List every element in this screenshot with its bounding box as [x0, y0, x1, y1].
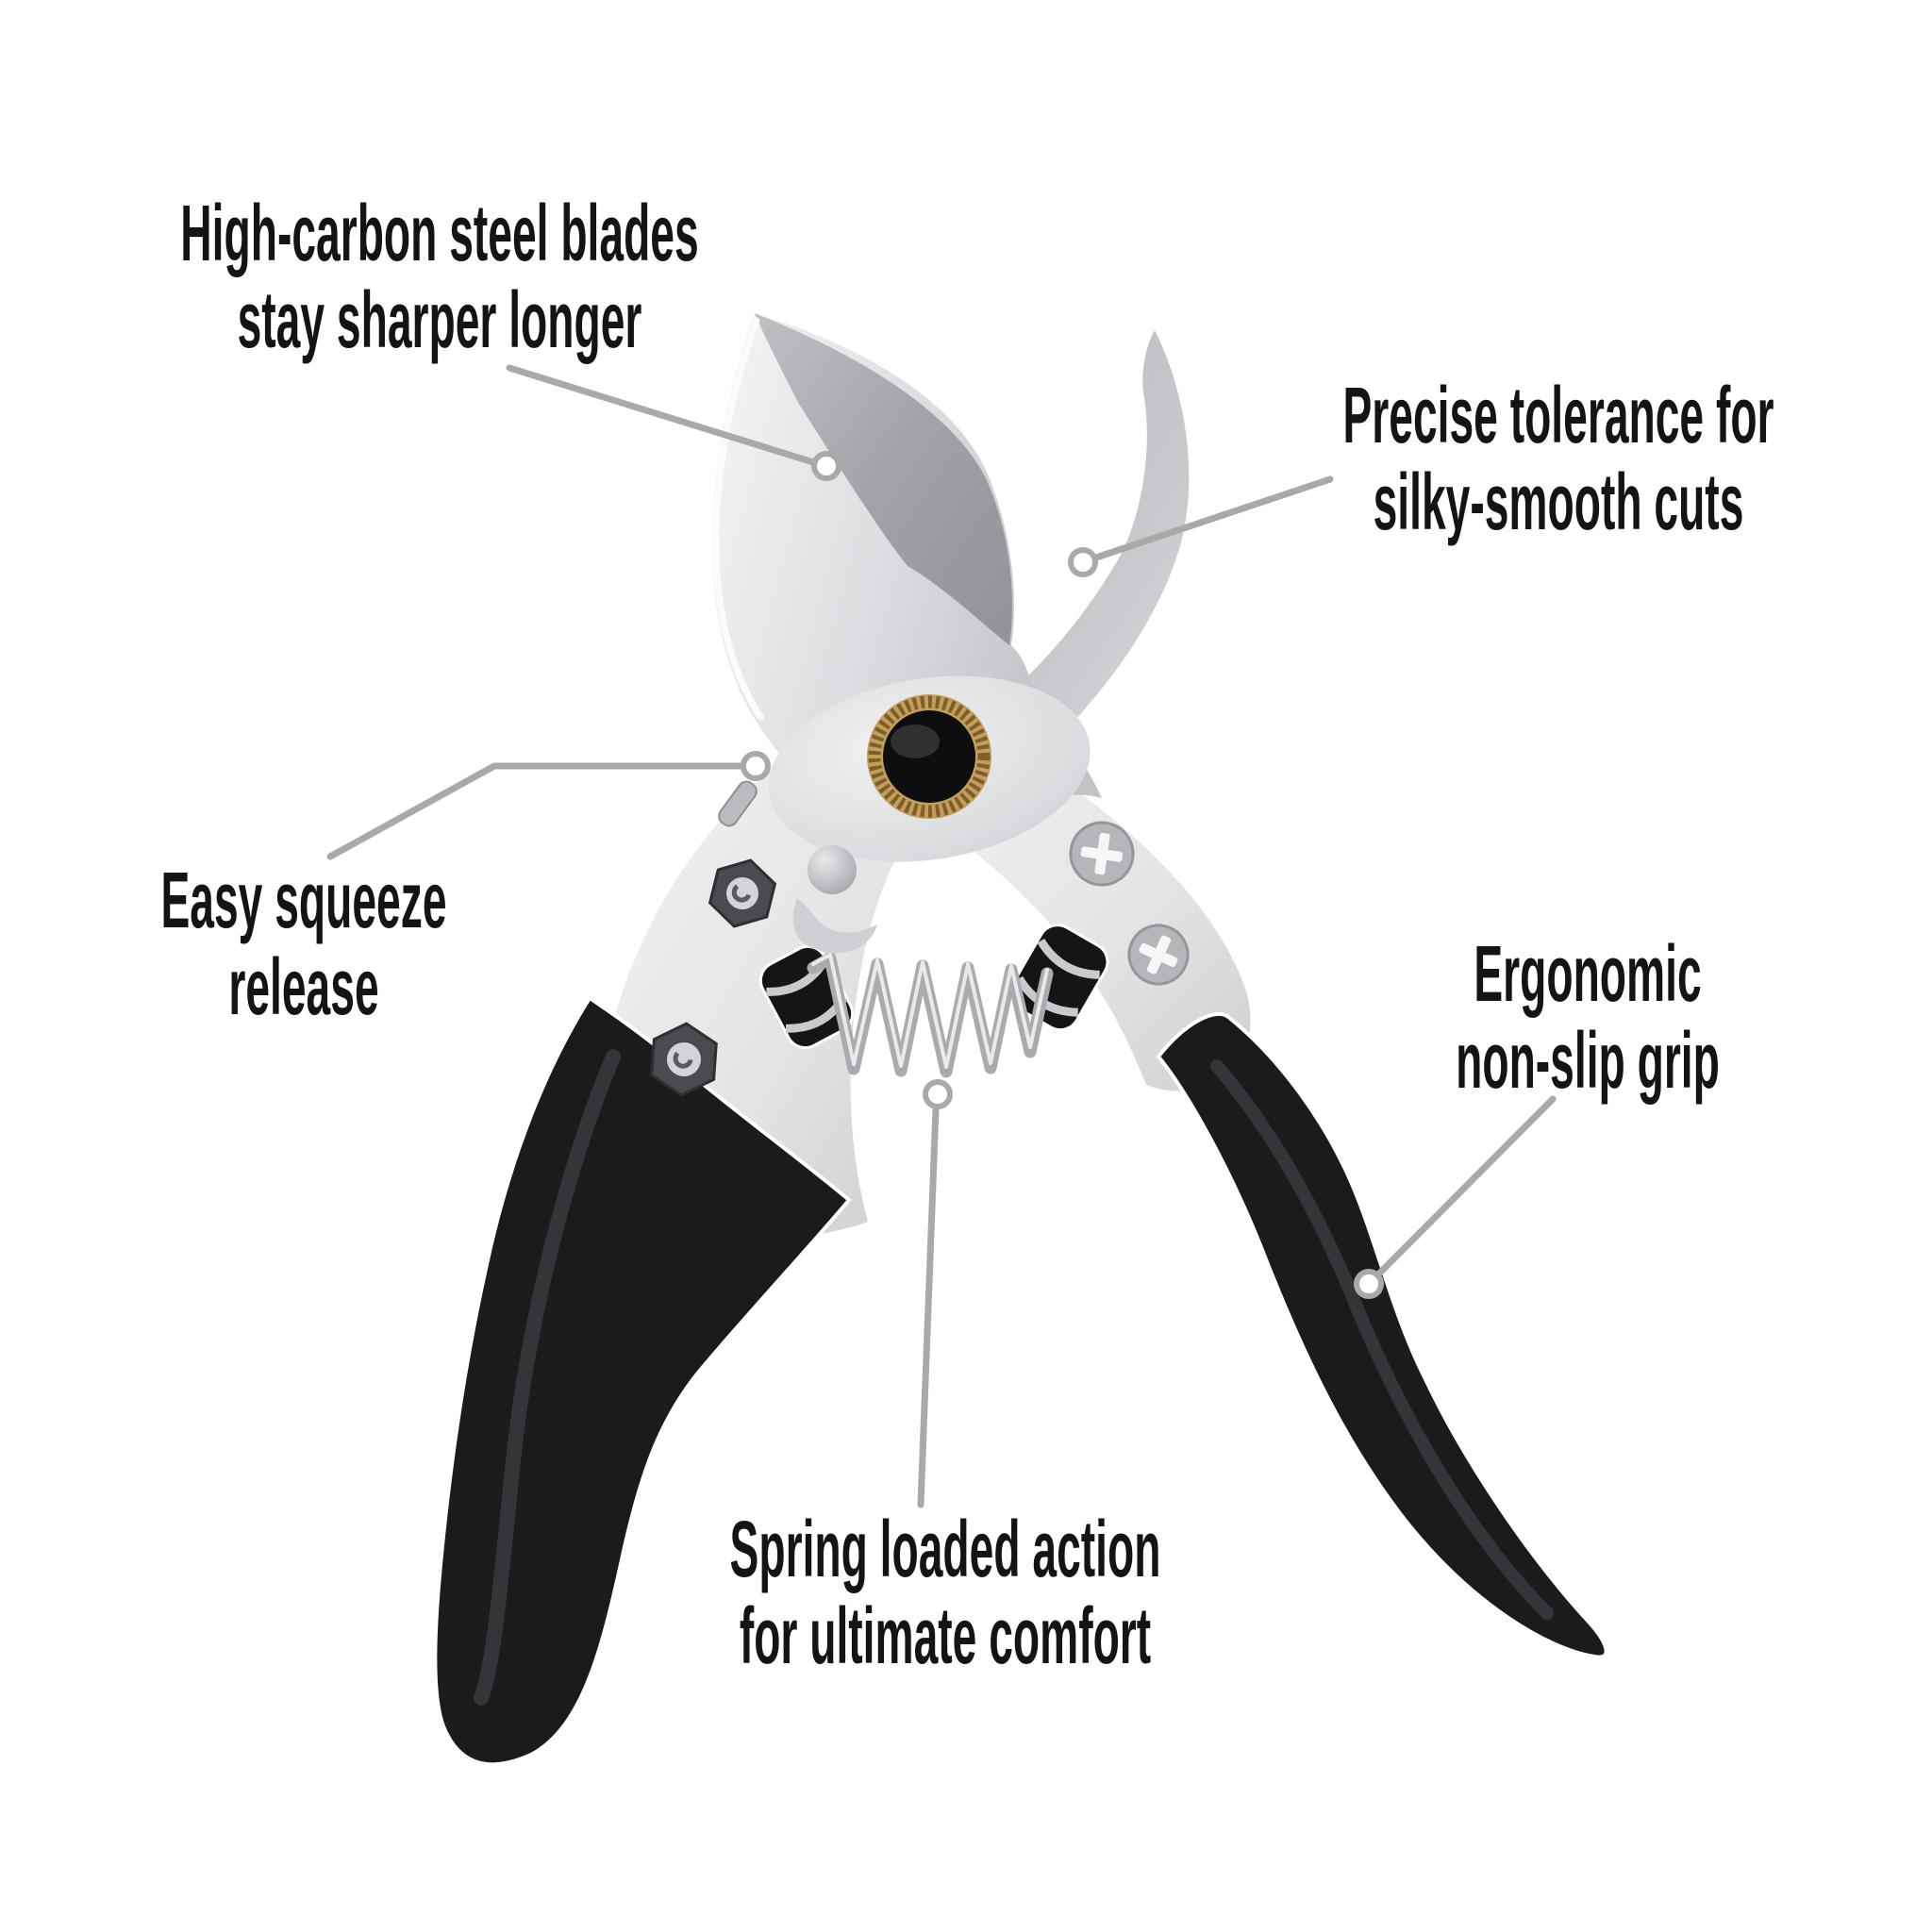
leader-line-grip: [1374, 1095, 1557, 1278]
callout-release-line2: release: [228, 942, 379, 1031]
leader-line-tolerance: [1092, 475, 1334, 561]
cutting-edge-highlight: [712, 317, 764, 721]
leader-ring-tolerance: [1068, 547, 1098, 577]
right-grip-highlight: [1210, 1059, 1554, 1620]
spring-coil: [807, 952, 1054, 1078]
right-grip: [1156, 1011, 1608, 1659]
callout-tolerance-line2: silky-smooth cuts: [1373, 458, 1744, 546]
leader-line-release: [326, 762, 745, 860]
brass-knurling: [868, 695, 991, 818]
callout-blades: High-carbon steel blades stay sharper lo…: [180, 190, 698, 363]
callout-grip: Ergonomic non-slip grip: [1456, 930, 1720, 1104]
leader-line-spring: [917, 1106, 940, 1508]
callout-spring-line1: Spring loaded action: [729, 1505, 1161, 1593]
latch-cylinder: [718, 780, 758, 827]
leader-lines: [326, 364, 1557, 1508]
leader-ring-blades: [811, 451, 841, 481]
release-lever: [792, 898, 877, 954]
hex-nut-upper: [708, 858, 777, 928]
phillips-screw-lower: [1127, 924, 1190, 986]
callout-tolerance-line1: Precise tolerance for: [1342, 371, 1774, 459]
callout-release: Easy squeeze release: [160, 857, 446, 1030]
cutting-blade-spine: [755, 313, 1012, 645]
counter-blade: [989, 330, 1190, 808]
pivot-bolt: [883, 710, 975, 803]
left-grip-highlight: [474, 1049, 621, 1706]
latch-pin: [808, 845, 857, 894]
callout-blades-line2: stay sharper longer: [237, 275, 642, 364]
leader-line-blades: [506, 364, 817, 466]
leader-ring-spring: [923, 1079, 953, 1109]
callout-grip-line2: non-slip grip: [1456, 1016, 1720, 1105]
hex-nut-lower: [650, 1022, 718, 1097]
left-grip: [433, 995, 852, 1767]
callout-spring: Spring loaded action for ultimate comfor…: [730, 1506, 1161, 1679]
leader-ring-release: [741, 751, 771, 781]
phillips-screw-upper: [1069, 821, 1135, 887]
callout-grip-line1: Ergonomic: [1474, 929, 1702, 1018]
callout-tolerance: Precise tolerance for silky-smooth cuts: [1342, 372, 1774, 545]
pivot-bolt-highlight: [891, 724, 940, 758]
callout-release-line1: Easy squeeze: [160, 856, 447, 944]
leader-ring-grip: [1354, 1269, 1384, 1299]
callout-spring-line2: for ultimate comfort: [739, 1591, 1152, 1680]
callout-blades-line1: High-carbon steel blades: [180, 189, 699, 277]
